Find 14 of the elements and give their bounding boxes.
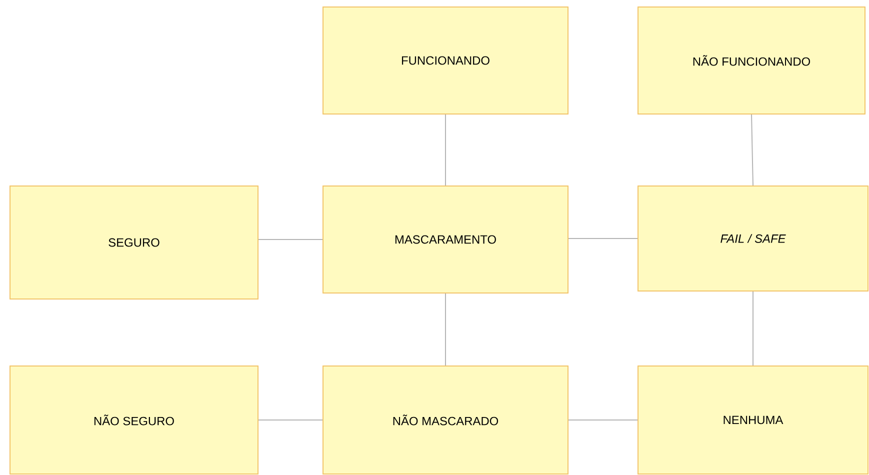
connector-line xyxy=(445,293,446,366)
process-box: FAIL / SAFE xyxy=(638,186,868,292)
connector-line xyxy=(258,239,323,240)
process-box: NÃO FUNCIONANDO xyxy=(638,6,866,114)
process-box: SEGURO xyxy=(10,186,258,300)
process-box: FUNCIONANDO xyxy=(322,6,568,114)
process-box: NÃO SEGURO xyxy=(10,366,258,474)
process-box: MASCARAMENTO xyxy=(322,186,568,294)
connector-line xyxy=(445,114,446,186)
connector-line xyxy=(568,238,638,239)
process-box: NÃO MASCARADO xyxy=(322,366,568,474)
process-box: NENHUMA xyxy=(638,366,868,474)
connector-line xyxy=(751,114,754,186)
connector-line xyxy=(752,291,754,366)
